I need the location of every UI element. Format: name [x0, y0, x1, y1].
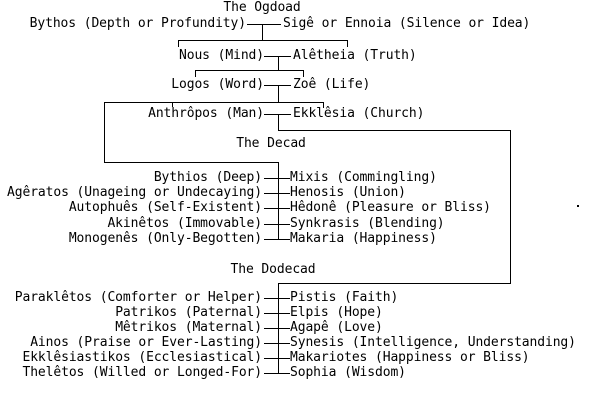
- aeon-makaria: Makaria (Happiness): [290, 231, 437, 246]
- line-dodecad-right-leg: [510, 130, 511, 284]
- line-decad-pair5-link: [264, 239, 290, 240]
- aeon-bythos: Bythos (Depth or Profundity): [29, 16, 246, 31]
- section-title-ogdoad: The Ogdoad: [223, 0, 301, 15]
- line-bracket3-right-drop: [323, 102, 324, 108]
- line-bracket2-left-drop: [195, 70, 196, 77]
- line-bracket2-right-drop: [303, 70, 304, 77]
- aeon-hedone: Hêdonê (Pleasure or Bliss): [290, 200, 491, 215]
- line-ogdoad-pair4-link: [264, 114, 291, 115]
- line-ogdoad-bracket2: [195, 70, 304, 71]
- aeon-ainos: Ainos (Praise or Ever-Lasting): [30, 335, 262, 350]
- aeon-sige: Sigê or Ennoia (Silence or Idea): [283, 16, 531, 31]
- line-ogdoad-pair4-drop: [278, 114, 279, 131]
- aeon-synesis: Synesis (Intelligence, Understanding): [290, 335, 576, 350]
- line-bracket1-left-drop: [178, 40, 179, 47]
- aeon-sophia: Sophia (Wisdom): [290, 365, 406, 380]
- line-dodecad-pair2-link: [264, 313, 290, 314]
- line-dodecad-pair3-link: [264, 328, 290, 329]
- aeon-logos: Logos (Word): [171, 77, 264, 92]
- line-dodecad-top-elbow: [278, 130, 511, 131]
- line-ogdoad-pair3-drop: [278, 85, 279, 103]
- line-ogdoad-bracket3: [104, 102, 324, 103]
- aeon-ageratos: Agêratos (Unageing or Undecaying): [7, 185, 262, 200]
- aeon-agape: Agapê (Love): [290, 320, 383, 335]
- line-decad-pair1-link: [264, 178, 290, 179]
- line-dodecad-pair5-link: [264, 358, 290, 359]
- aeon-monogenes: Monogenês (Only-Begotten): [68, 231, 262, 246]
- aeon-patrikos: Patrikos (Paternal): [115, 305, 262, 320]
- section-title-decad: The Decad: [236, 136, 306, 151]
- line-bracket1-right-drop: [347, 40, 348, 47]
- line-decad-left-leg: [104, 102, 105, 163]
- line-decad-pair2-link: [264, 193, 290, 194]
- line-dodecad-pair1-link: [264, 298, 290, 299]
- line-dodecad-feed: [278, 283, 511, 284]
- line-decad-elbow: [104, 162, 279, 163]
- aeon-aletheia: Alêtheia (Truth): [293, 48, 417, 63]
- line-ogdoad-pair1-link: [247, 24, 281, 25]
- aeon-henosis: Henosis (Union): [290, 185, 406, 200]
- section-title-dodecad: The Dodecad: [230, 262, 316, 277]
- aeon-ekklesia: Ekklêsia (Church): [293, 106, 425, 121]
- line-ogdoad-pair2-link: [264, 56, 291, 57]
- line-ogdoad-bracket1: [178, 40, 348, 41]
- aeon-pistis: Pistis (Faith): [290, 290, 399, 305]
- line-ogdoad-pair3-link: [264, 85, 291, 86]
- aeon-synkrasis: Synkrasis (Blending): [290, 216, 445, 231]
- aeon-theletos: Thelêtos (Willed or Longed-For): [22, 365, 262, 380]
- line-dodecad-pair6-link: [264, 373, 290, 374]
- line-decad-spine: [278, 162, 279, 240]
- line-decad-pair4-link: [264, 224, 290, 225]
- line-dodecad-pair4-link: [264, 343, 290, 344]
- line-bracket3-left-drop: [172, 102, 173, 107]
- line-ogdoad-pair2-drop: [278, 56, 279, 71]
- aeon-nous: Nous (Mind): [179, 48, 264, 63]
- aeon-metrikos: Mêtrikos (Maternal): [115, 320, 262, 335]
- aeon-autophues: Autophuês (Self-Existent): [68, 200, 262, 215]
- aeon-parakletos: Paraklêtos (Comforter or Helper): [14, 290, 262, 305]
- aeon-bythios: Bythios (Deep): [153, 170, 262, 185]
- aeon-akinetos: Akinêtos (Immovable): [107, 216, 262, 231]
- stray-dot: [577, 205, 579, 207]
- aeon-elpis: Elpis (Hope): [290, 305, 383, 320]
- aeon-mixis: Mixis (Commingling): [290, 170, 437, 185]
- aeon-makariotes: Makariotes (Happiness or Bliss): [290, 350, 530, 365]
- aeon-ekklesiastikos: Ekklêsiastikos (Ecclesiastical): [22, 350, 262, 365]
- aeon-zoe: Zoê (Life): [293, 77, 371, 92]
- line-ogdoad-pair1-drop: [262, 24, 263, 41]
- aeon-anthropos: Anthrôpos (Man): [148, 106, 264, 121]
- line-decad-pair3-link: [264, 208, 290, 209]
